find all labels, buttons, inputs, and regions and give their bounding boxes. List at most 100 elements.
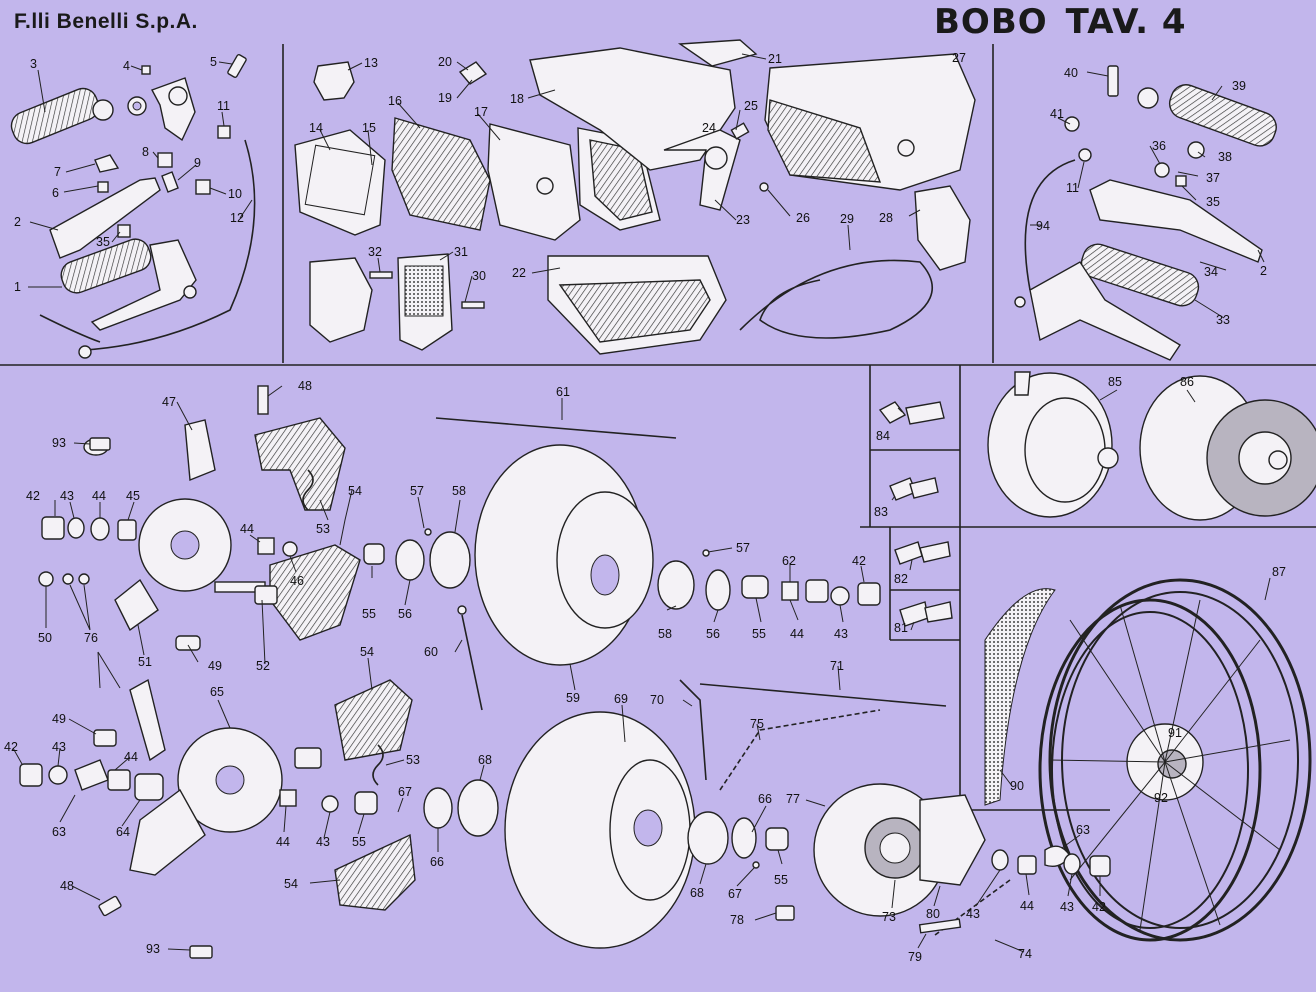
part-label-56-b: 56 [706,627,720,641]
part-label-65: 65 [210,685,224,699]
part-label-19: 19 [438,91,452,105]
leader-lines [12,53,1271,953]
part-label-58-a: 58 [452,484,466,498]
part-label-44-c: 44 [790,627,804,641]
part-label-93-a: 93 [52,436,66,450]
part-label-11: 11 [217,99,230,113]
part-label-93-b: 93 [146,942,160,956]
part-label-23: 23 [736,213,750,227]
part-label-60: 60 [424,645,438,659]
part-label-79: 79 [908,950,922,964]
left-handlebar-controls [10,54,256,359]
part-label-15: 15 [362,121,376,135]
part-label-43-a: 43 [60,489,74,503]
part-label-43-f: 43 [1060,900,1074,914]
part-label-38: 38 [1218,150,1232,164]
part-label-85: 85 [1108,375,1122,389]
part-label-55-b: 55 [752,627,766,641]
part-label-43-b: 43 [834,627,848,641]
front-hub-assembly [38,385,881,711]
part-label-68-b: 68 [690,886,704,900]
part-label-54-c: 54 [284,877,298,891]
part-label-26: 26 [796,211,810,225]
part-label-66-b: 66 [758,792,772,806]
part-label-16: 16 [388,94,402,108]
part-label-2: 2 [14,215,21,229]
part-label-76: 76 [84,631,98,645]
part-number-labels: 1 2 2 3 4 5 6 7 8 9 10 11 11 12 13 14 15… [4,51,1286,964]
part-label-4: 4 [123,59,130,73]
part-label-63-a: 63 [52,825,66,839]
part-label-64: 64 [116,825,130,839]
part-label-40: 40 [1064,66,1078,80]
part-label-22: 22 [512,266,526,280]
part-label-61: 61 [556,385,570,399]
part-label-28: 28 [879,211,893,225]
part-label-33: 33 [1216,313,1230,327]
table-title: BOBO TAV. 4 [934,2,1205,42]
part-label-11-right: 11 [1066,181,1079,195]
part-label-92: 92 [1154,791,1168,805]
part-label-18: 18 [510,92,524,106]
part-label-7: 7 [54,165,61,179]
part-label-17: 17 [474,105,488,119]
part-label-75: 75 [750,717,764,731]
part-label-44-a: 44 [92,489,106,503]
part-label-3: 3 [30,57,37,71]
part-label-42-c: 42 [4,740,18,754]
part-label-43-c: 43 [52,740,66,754]
part-label-70: 70 [650,693,664,707]
part-label-44-d: 44 [124,750,138,764]
part-label-56-a: 56 [398,607,412,621]
part-label-63-b: 63 [1076,823,1090,837]
part-label-32: 32 [368,245,382,259]
part-label-25: 25 [744,99,758,113]
part-label-37: 37 [1206,171,1220,185]
part-label-62: 62 [782,554,796,568]
part-label-91: 91 [1168,726,1182,740]
part-label-42-d: 42 [1092,900,1106,914]
part-label-67-a: 67 [398,785,412,799]
table-number: TAV. 4 [1065,2,1187,42]
part-label-42-a: 42 [26,489,40,503]
part-label-86: 86 [1180,375,1194,389]
part-label-44-f: 44 [1020,899,1034,913]
part-label-45: 45 [126,489,140,503]
rear-hub-assembly [19,678,1011,949]
part-label-48-b: 48 [60,879,74,893]
part-label-24: 24 [702,121,716,135]
part-label-31: 31 [454,245,468,259]
part-label-78: 78 [730,913,744,927]
part-label-51: 51 [138,655,152,669]
part-label-43-e: 43 [966,907,980,921]
part-label-35: 35 [96,235,110,249]
part-label-6: 6 [52,186,59,200]
part-label-39: 39 [1232,79,1246,93]
part-label-66-a: 66 [430,855,444,869]
part-label-36: 36 [1152,139,1166,153]
part-label-13: 13 [364,56,378,70]
part-label-84: 84 [876,429,890,443]
part-label-12: 12 [230,211,244,225]
manufacturer-title: F.lli Benelli S.p.A. [14,10,198,33]
part-label-57-b: 57 [736,541,750,555]
part-label-48-a: 48 [298,379,312,393]
part-label-1: 1 [14,280,21,294]
part-label-49-a: 49 [208,659,222,673]
part-label-20: 20 [438,55,452,69]
part-label-21: 21 [768,52,782,66]
part-label-29: 29 [840,212,854,226]
part-label-58-b: 58 [658,627,672,641]
part-label-77: 77 [786,792,800,806]
model-name: BOBO [934,2,1048,42]
part-label-53-a: 53 [316,522,330,536]
part-label-87: 87 [1272,565,1286,579]
part-label-55-c: 55 [352,835,366,849]
part-label-34: 34 [1204,265,1218,279]
part-label-90: 90 [1010,779,1024,793]
part-label-49-b: 49 [52,712,66,726]
part-label-69: 69 [614,692,628,706]
part-label-27: 27 [952,51,966,65]
part-label-43-d: 43 [316,835,330,849]
part-label-53-b: 53 [406,753,420,767]
